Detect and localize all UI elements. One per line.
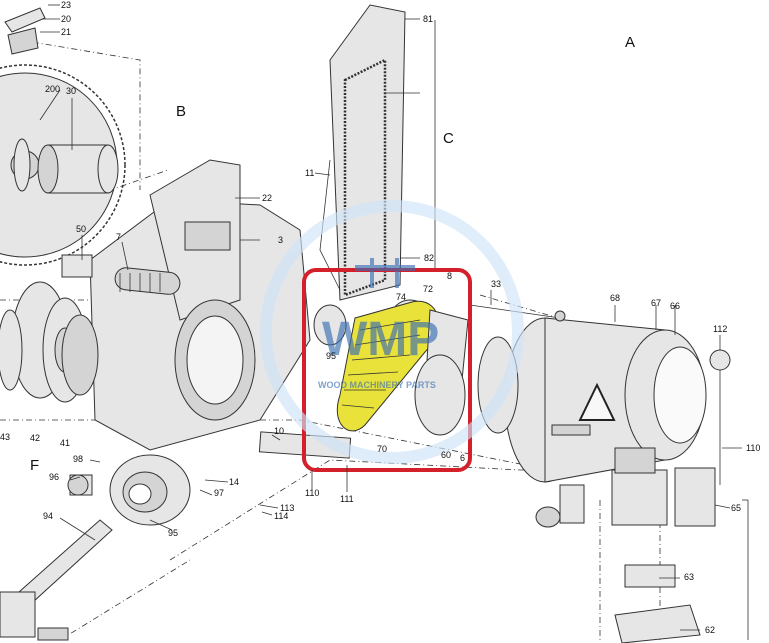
part-number-label: 63 xyxy=(684,572,694,582)
part-number-label: 111 xyxy=(340,494,354,504)
part-number-label: 3 xyxy=(278,235,283,245)
blade-guard-part-23 xyxy=(4,7,46,55)
part-number-label: 23 xyxy=(61,0,71,10)
part-number-label: 8 xyxy=(447,271,452,281)
leader-lines xyxy=(39,4,749,640)
part-number-label: 113 xyxy=(280,503,294,513)
section-label-f: F xyxy=(30,457,39,474)
part-number-label: 22 xyxy=(262,193,272,203)
belt-drive xyxy=(313,299,469,436)
part-number-label: 43 xyxy=(0,432,10,442)
part-number-label: 62 xyxy=(705,625,715,635)
main-housing-b xyxy=(61,159,311,451)
drive-belt-part-70 xyxy=(336,300,439,432)
part-number-label: 70 xyxy=(377,444,387,454)
part-number-label: 72 xyxy=(423,284,433,294)
part-number-label: 98 xyxy=(73,454,83,464)
section-label-a: A xyxy=(625,34,635,51)
part-number-label: 67 xyxy=(651,298,661,308)
side-panel-c xyxy=(319,4,436,301)
lower-housing xyxy=(67,431,352,526)
part-number-label: 74 xyxy=(396,292,406,302)
part-number-label: 42 xyxy=(30,433,40,443)
watermark-subtitle: WOOD MACHINERY PARTS xyxy=(318,380,436,390)
part-number-label: 33 xyxy=(491,279,501,289)
part-number-label: 200 xyxy=(45,84,60,94)
part-number-label: 95 xyxy=(168,528,178,538)
part-number-label: 110 xyxy=(305,488,319,498)
spindle-shaft xyxy=(0,519,113,641)
part-number-label: 21 xyxy=(61,27,71,37)
part-number-label: 14 xyxy=(229,477,239,487)
front-flanges xyxy=(0,281,99,403)
part-number-label: 114 xyxy=(274,511,288,521)
wmp-watermark: WMP WOOD MACHINERY PARTS xyxy=(260,200,524,464)
part-number-label: 60 xyxy=(441,450,451,460)
flange-motor-part-30 xyxy=(13,138,119,194)
section-label-b: B xyxy=(176,103,186,120)
part-number-label: 66 xyxy=(670,301,680,311)
part-number-label: 41 xyxy=(60,438,70,448)
part-number-label: 68 xyxy=(610,293,620,303)
part-number-label: 81 xyxy=(423,14,433,24)
watermark-title: WMP xyxy=(322,313,439,366)
part-number-label: 94 xyxy=(43,511,53,521)
part-number-label: 10 xyxy=(274,426,284,436)
part-number-label: 20 xyxy=(61,14,71,24)
part-number-label: 82 xyxy=(424,253,434,263)
part-number-label: 11 xyxy=(305,168,314,178)
part-number-label: 65 xyxy=(731,503,741,513)
part-number-label: 7 xyxy=(116,232,121,242)
part-number-labels: 23 20 21 200 30 81 11 22 3 82 50 7 8 74 … xyxy=(0,0,760,635)
part-number-label: 30 xyxy=(66,86,76,96)
part-number-label: 110 xyxy=(746,443,760,453)
section-label-c: C xyxy=(443,130,454,147)
part-number-label: 50 xyxy=(76,224,86,234)
part-number-label: 97 xyxy=(214,488,224,498)
part-number-label: 96 xyxy=(49,472,59,482)
part-number-label: 6 xyxy=(460,453,465,463)
part-number-label: 112 xyxy=(713,324,727,334)
part-number-label: 95 xyxy=(326,351,336,361)
